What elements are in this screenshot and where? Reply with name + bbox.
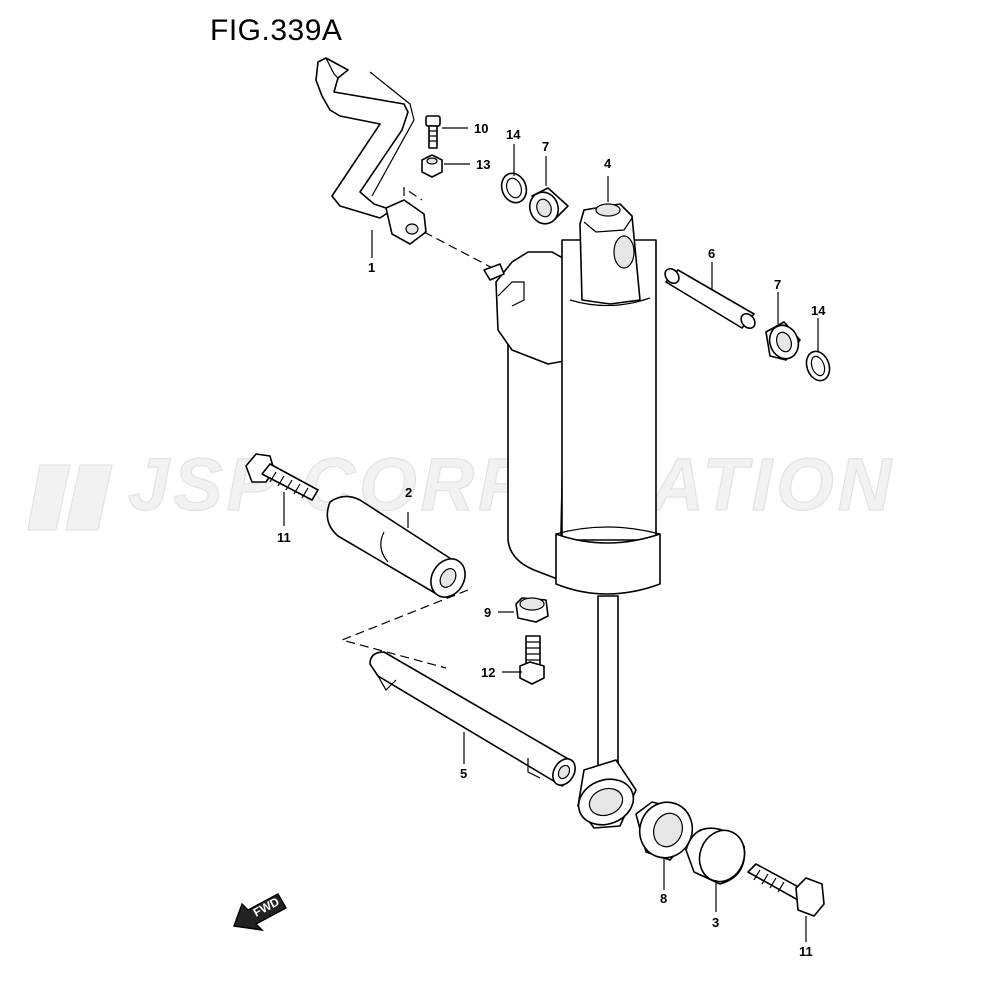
callout-4: 4 (604, 156, 612, 171)
callout-11a: 11 (277, 530, 291, 545)
callout-labels: 1 2 3 4 5 6 7 7 8 9 10 11 11 12 13 14 14 (277, 121, 826, 959)
part-14b-circlip (805, 350, 831, 382)
callout-7b: 7 (774, 277, 781, 292)
assembly-line-1 (423, 231, 501, 273)
part-10-bolt (425, 115, 441, 149)
callout-5: 5 (460, 766, 467, 781)
part-6-pin (664, 267, 756, 330)
callout-10: 10 (474, 121, 488, 136)
part-11a-bolt (245, 453, 319, 501)
callout-1: 1 (368, 260, 375, 275)
callout-3: 3 (712, 915, 719, 930)
fwd-direction-marker: FWD (233, 893, 287, 931)
figure-title: FIG.339A (210, 14, 343, 47)
assembly-line-2-5 (340, 589, 469, 669)
callout-6: 6 (708, 246, 715, 261)
part-12-bolt (519, 635, 545, 685)
part-4-rear-cylinder (483, 251, 571, 581)
part-7b-bushing (765, 321, 801, 361)
callout-14a: 14 (506, 127, 521, 142)
part-8-bushing (635, 801, 694, 861)
part-13-nut (421, 154, 443, 178)
callout-9: 9 (484, 605, 491, 620)
cylinder-rod (577, 595, 637, 829)
watermark-logo-icon (27, 464, 71, 531)
callout-11b: 11 (799, 944, 813, 959)
callout-2: 2 (405, 485, 412, 500)
callout-12: 12 (481, 665, 495, 680)
part-3-collar (685, 827, 746, 885)
leader-lines (283, 127, 819, 942)
callout-8: 8 (660, 891, 667, 906)
callout-13: 13 (476, 157, 490, 172)
part-5-shaft (369, 651, 576, 787)
part-7a-bushing (528, 187, 569, 225)
part-4-main-cylinder (555, 203, 661, 595)
watermark: JSP CORPORATION (27, 442, 892, 531)
part-1-bracket (315, 57, 427, 245)
part-11b-bolt (747, 863, 825, 917)
callout-7a: 7 (542, 139, 549, 154)
part-2-sleeve (326, 495, 466, 598)
part-14a-circlip (500, 172, 528, 204)
callout-14b: 14 (811, 303, 826, 318)
assembly-line-13 (403, 186, 423, 201)
part-9-collar (515, 597, 549, 623)
watermark-logo-icon-2 (65, 464, 113, 531)
